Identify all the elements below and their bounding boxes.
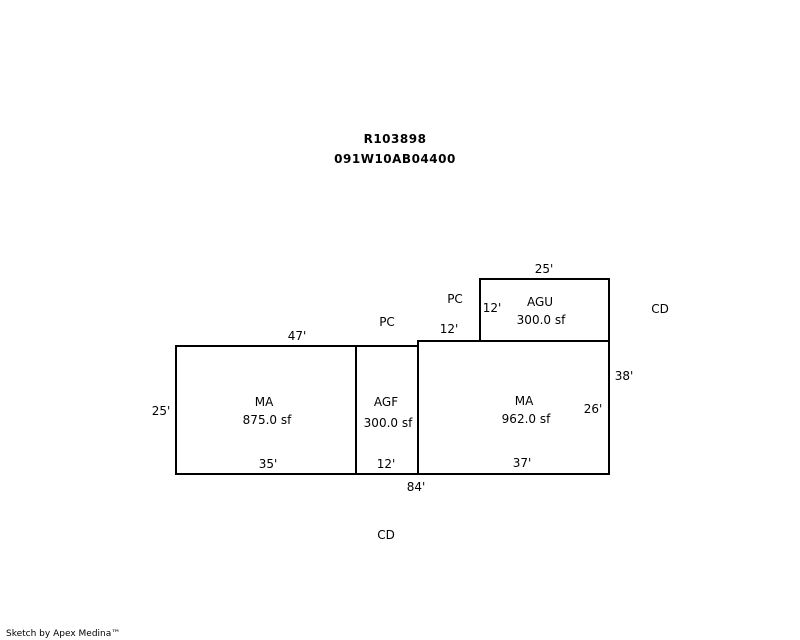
area-size: 962.0 sf (502, 412, 551, 426)
area-size: 300.0 sf (364, 416, 413, 430)
sketch-credit: Sketch by Apex Medina™ (6, 629, 120, 639)
feature-label-pc: PC (379, 315, 395, 329)
dimension-label: 84' (407, 480, 426, 494)
feature-label-cd: CD (651, 302, 669, 316)
area-code: MA (255, 395, 274, 409)
dimension-label: 25' (152, 404, 171, 418)
area-code: AGF (374, 395, 398, 409)
area-size: 300.0 sf (517, 313, 566, 327)
area-ma-left (175, 345, 357, 475)
area-agu (479, 278, 610, 342)
dimension-label: 25' (535, 262, 554, 276)
feature-label-pc: PC (447, 292, 463, 306)
dimension-label: 12' (483, 301, 502, 315)
dimension-label: 47' (288, 329, 307, 343)
feature-label-cd: CD (377, 528, 395, 542)
dimension-label: 38' (615, 369, 634, 383)
area-size: 875.0 sf (243, 413, 292, 427)
dimension-label: 37' (513, 456, 532, 470)
area-code: AGU (527, 295, 553, 309)
dimension-label: 26' (584, 402, 603, 416)
map-number: 091W10AB04400 (334, 152, 456, 166)
area-code: MA (515, 394, 534, 408)
parcel-id: R103898 (364, 132, 427, 146)
area-agf (355, 345, 419, 475)
dimension-label: 12' (440, 322, 459, 336)
area-ma-right (417, 340, 610, 475)
dimension-label: 12' (377, 457, 396, 471)
dimension-label: 35' (259, 457, 278, 471)
